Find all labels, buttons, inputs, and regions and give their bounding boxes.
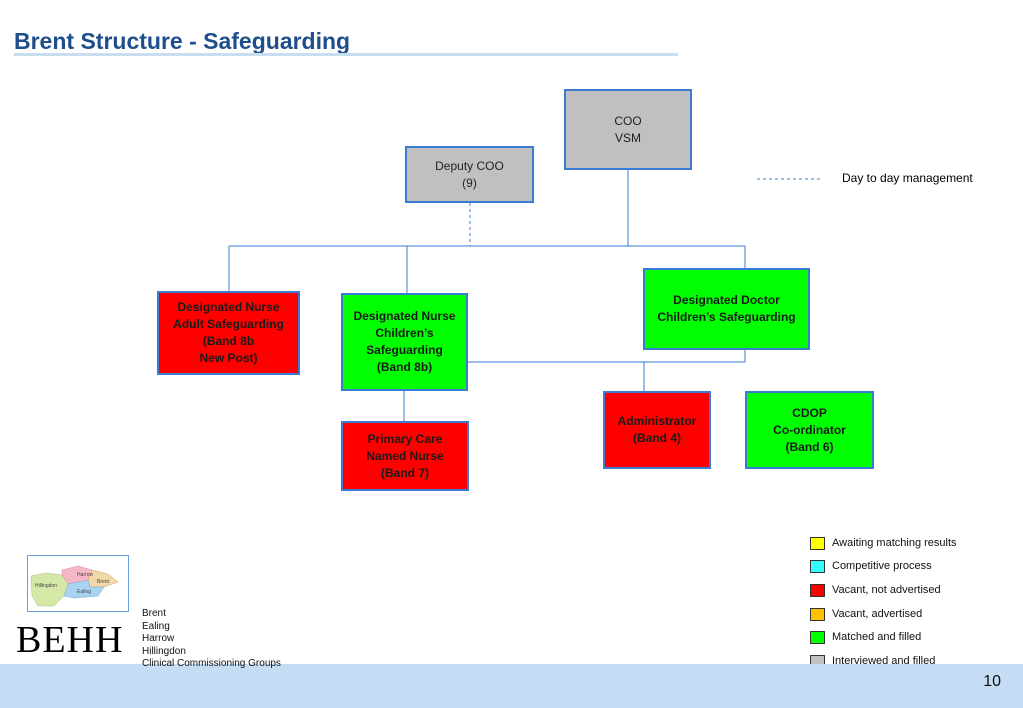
- node-primary-care-line1: Primary Care: [367, 431, 443, 446]
- legend-label: Matched and filled: [832, 631, 922, 643]
- page-number: 10: [983, 673, 1001, 690]
- ccg-line: Ealing: [142, 620, 170, 632]
- node-primary-care-line3: (Band 7): [381, 465, 429, 480]
- node-nurse-children-line1: Designated Nurse: [353, 309, 456, 323]
- legend-label: Vacant, not advertised: [832, 584, 941, 596]
- node-cdop-line2: Co-ordinator: [773, 422, 846, 437]
- map-label-hillingdon: Hillingdon: [35, 583, 57, 589]
- node-nurse-children-line3: Safeguarding: [366, 343, 443, 357]
- legend-item: Matched and filled: [810, 629, 921, 645]
- node-designated-nurse-adult: Designated Nurse Adult Safeguarding (Ban…: [157, 291, 300, 375]
- legend-label: Vacant, advertised: [832, 608, 923, 620]
- legend-item: Awaiting matching results: [810, 535, 957, 551]
- title-underline: [14, 53, 678, 56]
- node-deputy-coo-line2: (9): [462, 175, 477, 190]
- boroughs-map-logo: Harrow Brent Hillingdon Ealing: [27, 555, 129, 612]
- node-doctor-line1: Designated Doctor: [673, 293, 780, 307]
- node-nurse-children-line4: (Band 8b): [376, 360, 433, 374]
- legend-swatch-cyan: [810, 559, 825, 573]
- node-primary-care-nurse: Primary Care Named Nurse (Band 7): [341, 421, 469, 491]
- node-doctor-line2: Children’s Safeguarding: [657, 310, 796, 324]
- legend-swatch-amber: [810, 607, 825, 621]
- legend-label: Awaiting matching results: [832, 537, 957, 549]
- node-cdop-line1: CDOP: [792, 405, 827, 420]
- node-nurse-adult-line3: (Band 8b: [202, 334, 255, 348]
- legend-swatch-yellow: [810, 536, 825, 550]
- node-cdop-coordinator: CDOP Co-ordinator (Band 6): [745, 391, 874, 469]
- ccg-line: Brent: [142, 608, 166, 619]
- ccg-names: Brent Ealing Harrow Hillingdon Clinical …: [142, 608, 281, 671]
- page-title: Brent Structure - Safeguarding: [14, 28, 351, 54]
- node-deputy-coo-line1: Deputy COO: [435, 158, 504, 173]
- legend-swatch-red: [810, 583, 825, 597]
- legend-item: Vacant, advertised: [810, 606, 922, 622]
- legend-item: Competitive process: [810, 558, 932, 574]
- behh-wordmark: BEHH: [16, 619, 124, 661]
- node-administrator: Administrator (Band 4): [603, 391, 711, 469]
- node-cdop-line3: (Band 6): [785, 439, 834, 454]
- node-deputy-coo: Deputy COO (9): [405, 146, 534, 203]
- legend-swatch-green: [810, 630, 825, 644]
- node-coo-line1: COO: [614, 113, 642, 128]
- node-administrator-line1: Administrator: [617, 414, 697, 428]
- node-administrator-line2: (Band 4): [633, 431, 681, 445]
- node-primary-care-line2: Named Nurse: [366, 448, 444, 463]
- node-coo-line2: VSM: [614, 130, 641, 145]
- ccg-line: Hillingdon: [142, 645, 186, 657]
- map-label-ealing: Ealing: [77, 589, 91, 595]
- day-to-day-key-label: Day to day management: [842, 171, 973, 185]
- node-nurse-adult-line4: New Post): [199, 351, 258, 365]
- ccg-line: Harrow: [142, 633, 175, 644]
- legend-item: Vacant, not advertised: [810, 582, 941, 598]
- node-designated-nurse-children: Designated Nurse Children’s Safeguarding…: [341, 293, 468, 391]
- map-label-harrow: Harrow: [77, 572, 94, 578]
- boroughs-map-icon: Harrow Brent Hillingdon Ealing: [30, 565, 119, 607]
- node-designated-doctor: Designated Doctor Children’s Safeguardin…: [643, 268, 810, 350]
- node-nurse-adult-line1: Designated Nurse: [177, 300, 280, 314]
- ccg-line: Clinical Commissioning Groups: [142, 658, 281, 669]
- map-label-brent: Brent: [97, 579, 110, 585]
- node-coo: COO VSM: [564, 89, 692, 170]
- node-nurse-adult-line2: Adult Safeguarding: [173, 317, 284, 331]
- node-nurse-children-line2: Children’s: [375, 326, 434, 340]
- legend-label: Competitive process: [832, 560, 932, 572]
- footer-band: [0, 664, 1023, 708]
